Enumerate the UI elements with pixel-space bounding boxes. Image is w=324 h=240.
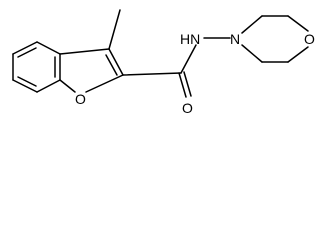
- bond-c3a-c4: [36, 41, 61, 55]
- amide-group: [122, 37, 231, 98]
- bond-methyl: [108, 9, 121, 50]
- double-bond-carbonyl-a: [178, 72, 187, 98]
- bond-c3a-c3: [59, 48, 110, 55]
- bond-c6-c7: [12, 79, 38, 93]
- chemical-structure-diagram: O O HN N O: [12, 9, 315, 116]
- atom-label-morpholine-nitrogen: N: [230, 31, 240, 47]
- bond-c3-c2: [108, 48, 124, 76]
- chemical-structure-canvas: O O HN N O: [0, 0, 324, 118]
- bond-c2-carbonyl: [122, 72, 182, 76]
- bond-c7-c7a: [36, 79, 61, 93]
- bond-n-c-upper-left: [241, 15, 263, 34]
- atom-label-amide-nh: HN: [180, 31, 200, 47]
- bond-o1-c7a: [59, 79, 76, 93]
- bond-o-c-lower-right: [287, 46, 309, 63]
- atom-label-carbonyl-oxygen: O: [182, 100, 193, 116]
- double-bond-c3-c2-inner: [105, 54, 118, 76]
- double-bond-c6-c7-inner: [17, 76, 37, 87]
- bond-c-n-lower-left: [241, 44, 263, 63]
- double-bond-carbonyl-b: [183, 71, 192, 97]
- atom-label-morpholine-oxygen: O: [304, 31, 315, 47]
- benzene-ring: [12, 41, 61, 93]
- double-bond-c4-c5-inner: [17, 47, 37, 58]
- atom-label-ring-oxygen: O: [75, 91, 86, 107]
- bond-c2-o1: [85, 74, 124, 93]
- bond-carbonyl-nh: [180, 44, 197, 74]
- morpholine-ring: [241, 15, 309, 63]
- bond-c-o-upper-right: [287, 15, 309, 32]
- furan-ring: [59, 48, 124, 93]
- bond-c4-c5: [12, 41, 38, 55]
